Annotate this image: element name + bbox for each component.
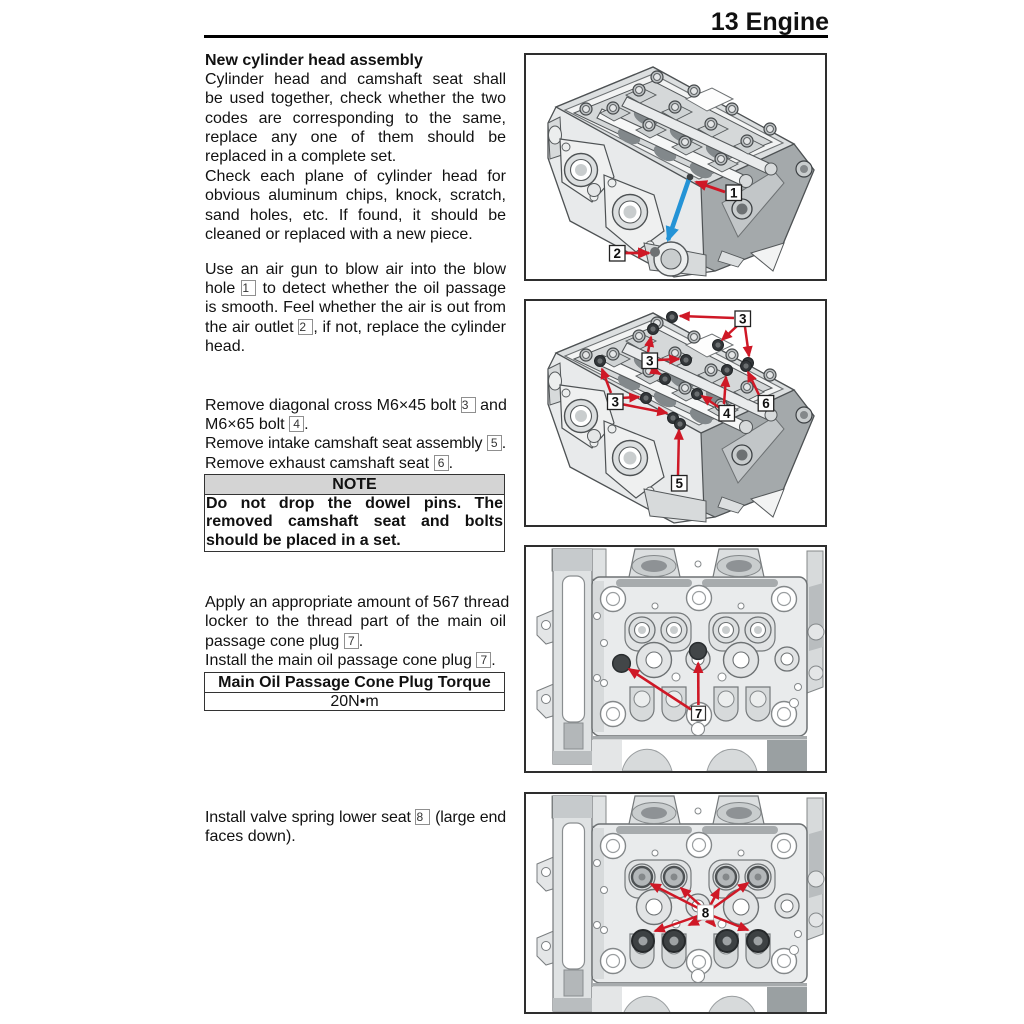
svg-text:4: 4: [723, 406, 731, 421]
svg-text:3: 3: [646, 354, 654, 369]
svg-text:3: 3: [739, 312, 747, 327]
svg-text:6: 6: [762, 396, 770, 411]
svg-text:3: 3: [612, 395, 620, 410]
svg-text:5: 5: [676, 476, 684, 491]
svg-text:1: 1: [730, 186, 738, 201]
svg-text:2: 2: [614, 246, 622, 261]
svg-text:8: 8: [702, 905, 710, 920]
svg-text:7: 7: [695, 706, 702, 721]
